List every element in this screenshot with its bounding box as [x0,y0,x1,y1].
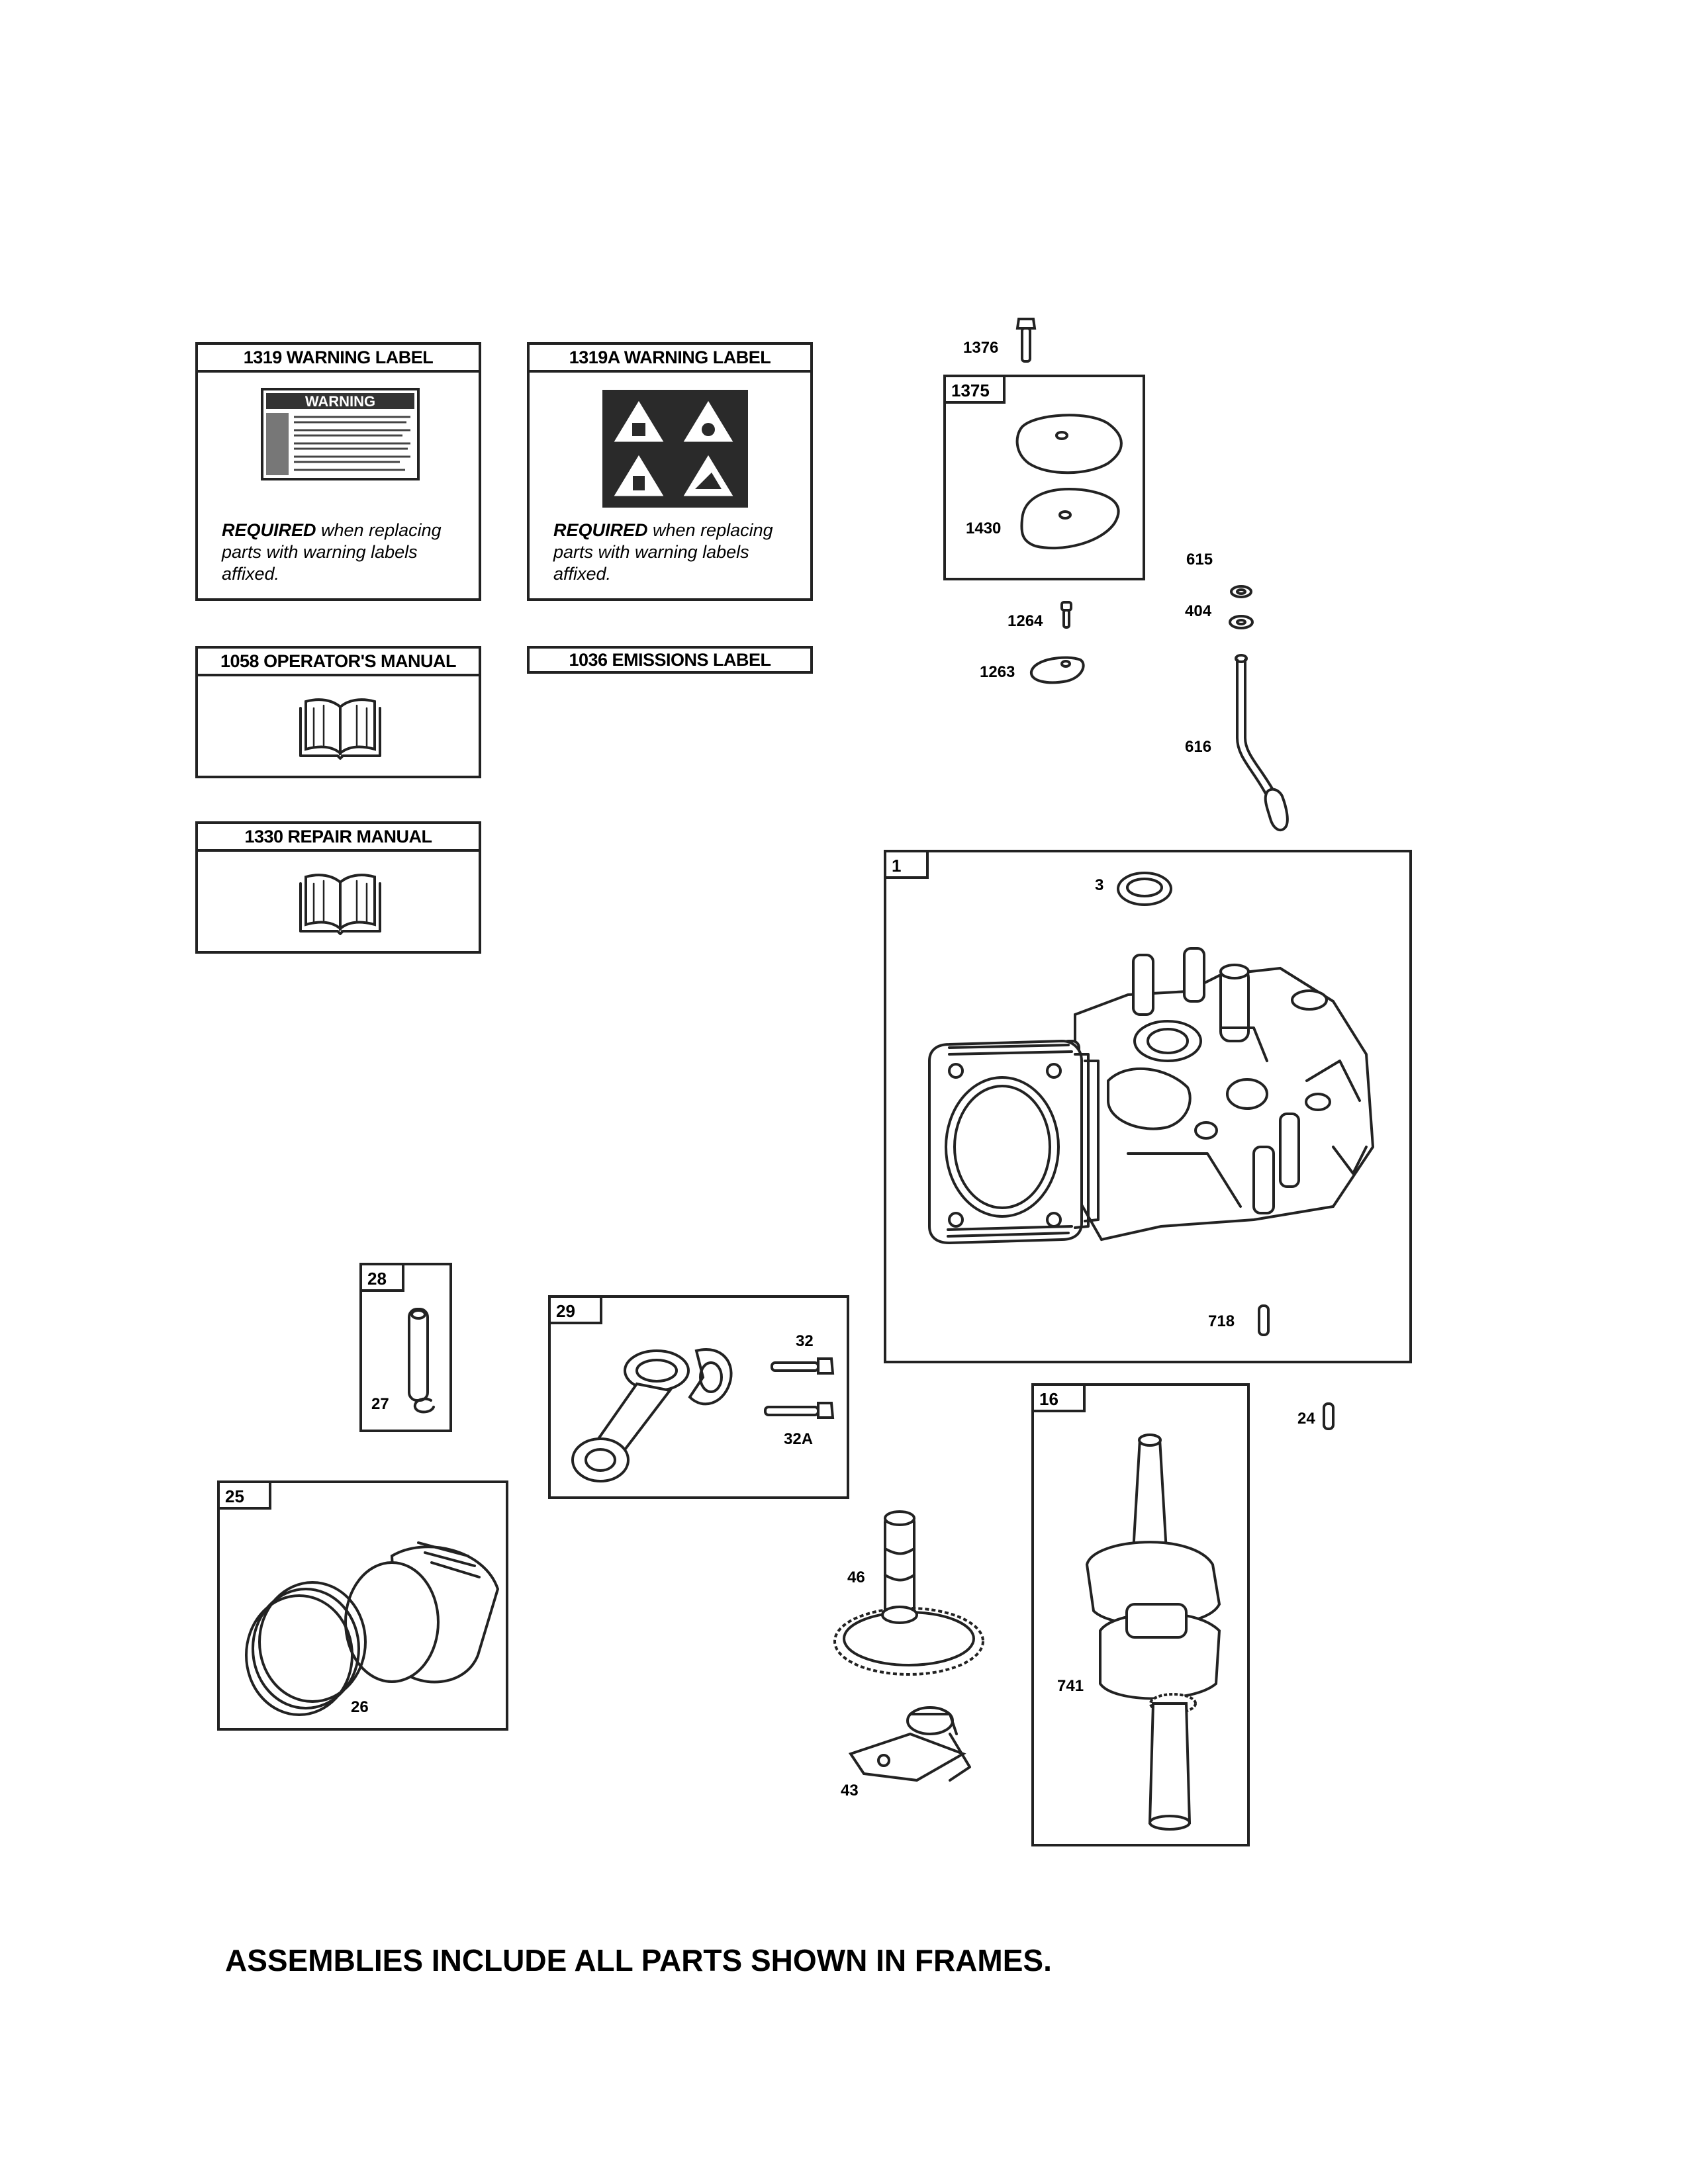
callout-1264: 1264 [1008,612,1043,630]
callout-3: 3 [1095,876,1104,894]
required-note: REQUIRED when replacing parts with warni… [222,520,442,584]
callout-27: 27 [371,1395,389,1413]
frame-1375-breather-assembly: 1375 1430 [943,375,1145,580]
callout-1376: 1376 [963,339,999,357]
callout-1263: 1263 [980,663,1015,681]
screw-1264-drawing [1060,601,1072,629]
manual-book-icon [299,874,381,935]
callout-1430: 1430 [966,520,1002,537]
callout-26: 26 [351,1698,369,1716]
frame-title: 1058 OPERATOR'S MANUAL [198,649,479,676]
assembly-tag: 25 [220,1483,271,1510]
callout-32a: 32A [784,1430,814,1448]
callout-741: 741 [1057,1677,1084,1695]
plate-1263-drawing [1030,656,1085,684]
callout-43: 43 [841,1782,859,1799]
dowel-24-drawing [1323,1402,1335,1430]
dowel-718-drawing [1258,1304,1270,1336]
callout-32: 32 [796,1332,814,1350]
manual-book-icon [299,698,381,760]
frame-25-piston-assembly: 25 26 [217,1480,508,1731]
frame-1058-operators-manual: 1058 OPERATOR'S MANUAL [195,646,481,778]
piston-rings-drawing [245,1541,500,1716]
retainer-27-drawing [413,1397,435,1414]
assembly-tag: 16 [1034,1386,1086,1412]
callout-46: 46 [847,1569,865,1586]
callout-404: 404 [1185,602,1212,620]
assembly-tag: 28 [362,1265,404,1292]
washer-404-drawing [1229,615,1254,629]
callout-616: 616 [1185,738,1212,756]
frame-1319a-warning-label: 1319A WARNING LABEL REQUIRED when replac… [527,342,813,601]
warning-heading: WARNING [305,393,375,410]
safety-pictogram-icon [602,390,748,508]
frame-title: 1036 EMISSIONS LABEL [569,650,771,670]
required-note: REQUIRED when replacing parts with warni… [553,520,773,584]
connecting-rod-drawing [571,1348,733,1482]
callout-615: 615 [1186,551,1213,569]
governor-43-drawing [848,1706,971,1782]
assembly-tag: 29 [551,1298,602,1324]
cylinder-block-drawing [928,947,1375,1245]
warning-sticker-icon: WARNING [261,388,420,480]
frame-1-cylinder-assembly: 1 3 718 [884,850,1412,1363]
seal-615-drawing [1230,585,1252,598]
frame-1036-emissions-label: 1036 EMISSIONS LABEL [527,646,813,674]
camshaft-gear-drawing [833,1510,984,1676]
breather-cover-drawing [1015,414,1123,549]
frame-title: 1319 WARNING LABEL [198,345,479,373]
crankshaft-drawing [1085,1433,1221,1831]
assemblies-note: ASSEMBLIES INCLUDE ALL PARTS SHOWN IN FR… [225,1943,1052,1978]
dipstick-616-drawing [1235,654,1289,832]
callout-24: 24 [1297,1410,1315,1428]
bolt-32-drawing [771,1357,835,1375]
bolt-32a-drawing [764,1402,835,1419]
assembly-tag: 1 [886,852,929,879]
frame-1319-warning-label: 1319 WARNING LABEL WARNING REQUIRED when… [195,342,481,601]
frame-1330-repair-manual: 1330 REPAIR MANUAL [195,821,481,954]
frame-16-crankshaft: 16 741 [1031,1383,1250,1846]
piston-pin-drawing [408,1308,429,1402]
callout-718: 718 [1208,1312,1235,1330]
assembly-tag: 1375 [946,377,1006,404]
frame-title: 1319A WARNING LABEL [530,345,810,373]
bolt-1376-drawing [1015,318,1037,363]
frame-28-piston-pin: 28 27 [359,1263,452,1432]
frame-29-connecting-rod: 29 32 32A [548,1295,849,1499]
seal-3-drawing [1117,872,1172,906]
frame-title: 1330 REPAIR MANUAL [198,824,479,852]
